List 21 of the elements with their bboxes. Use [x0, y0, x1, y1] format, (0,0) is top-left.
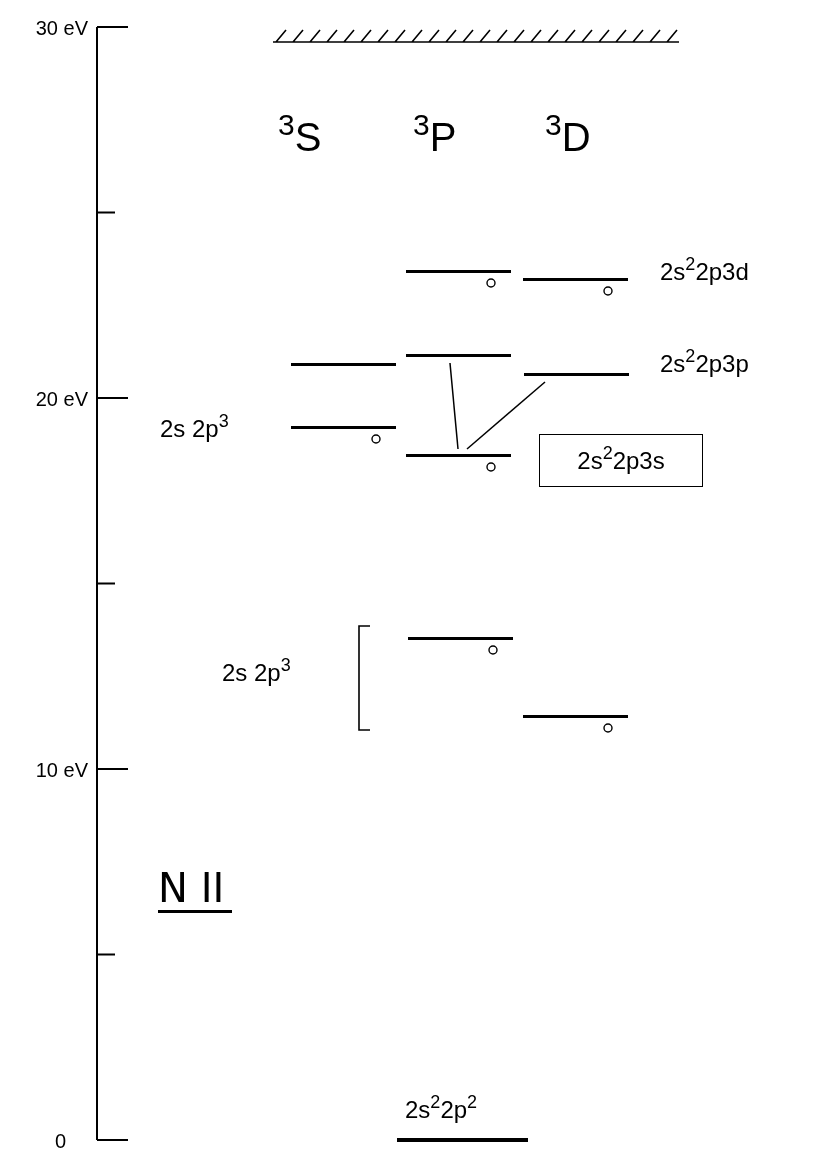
- configuration-box: 2s$^{2}$2p3s: [539, 434, 703, 487]
- term-symbol: $^{3}$S: [278, 117, 322, 157]
- axis-tick-label: 20 eV: [35, 389, 88, 409]
- ion-label: N II: [158, 868, 233, 913]
- axis-tick-label: 0: [54, 1131, 66, 1151]
- transition-line: [449, 362, 459, 450]
- axis-tick-label: 30 eV: [35, 18, 88, 38]
- energy-level: [523, 278, 628, 281]
- energy-level: [406, 454, 511, 457]
- energy-level: [291, 426, 396, 429]
- energy-level: [408, 637, 513, 640]
- term-symbol: $^{3}$D: [545, 117, 591, 157]
- energy-level: [291, 363, 396, 366]
- energy-level: [523, 715, 628, 718]
- energy-level: [406, 354, 511, 357]
- term-symbol: $^{3}$P: [413, 117, 457, 157]
- transition-line: [466, 381, 546, 450]
- energy-level: [524, 373, 629, 376]
- energy-level: [397, 1138, 528, 1142]
- axis-tick-label: 10 eV: [35, 760, 88, 780]
- energy-level: [406, 270, 511, 273]
